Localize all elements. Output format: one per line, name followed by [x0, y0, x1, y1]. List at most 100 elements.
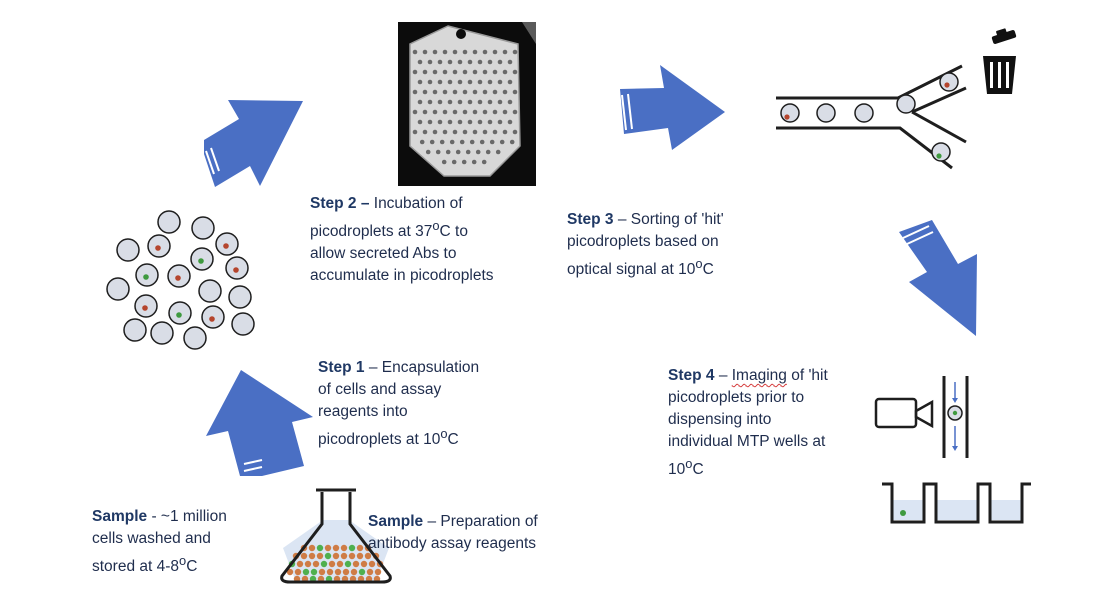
camera-icon	[874, 397, 934, 429]
chip-hole	[481, 159, 487, 165]
sample-left-caption: Sample - ~1 million cells washed and sto…	[92, 506, 227, 578]
flask-bead	[304, 560, 312, 568]
cell-dot	[155, 245, 161, 251]
flask-bead	[348, 552, 356, 560]
step2-label: Step 2 –	[310, 195, 370, 212]
cell-dot	[223, 243, 229, 249]
picodroplet	[228, 285, 252, 309]
chip-hole	[457, 119, 463, 125]
picodroplet	[231, 312, 255, 336]
chip-hole	[492, 109, 498, 115]
chip-hole	[447, 119, 453, 125]
chip-hole	[449, 139, 455, 145]
step1-line4: picodroplets at 10	[318, 431, 441, 449]
chip-hole	[422, 49, 428, 55]
flask-bead	[342, 568, 350, 576]
chip-hole	[512, 129, 518, 135]
chip-hole	[445, 149, 451, 155]
chip-hole	[469, 139, 475, 145]
step1-degree: o	[440, 426, 448, 441]
step2-line2: picodroplets at 37	[310, 223, 433, 241]
cell-dot	[198, 258, 204, 264]
chip-hole	[507, 79, 513, 85]
flask-bead	[352, 560, 360, 568]
step3-line3: optical signal at 10	[567, 261, 696, 279]
chip-hole	[492, 49, 498, 55]
picodroplet	[198, 279, 222, 303]
chip-hole	[462, 89, 468, 95]
trash-icon	[983, 28, 1017, 94]
picodroplet-chip-image	[398, 22, 536, 186]
flask-bead	[286, 568, 294, 576]
chip-hole	[477, 99, 483, 105]
chip-hole	[427, 99, 433, 105]
chip-hole	[497, 59, 503, 65]
chip-hole	[467, 119, 473, 125]
cell-dot	[233, 267, 239, 273]
flask-bead	[320, 560, 328, 568]
step4-line2: picodroplets prior to	[668, 389, 805, 406]
flask-bead	[336, 560, 344, 568]
chip-hole	[455, 149, 461, 155]
chip-hole	[462, 49, 468, 55]
chip-hole	[482, 129, 488, 135]
step2-line2-end: C to	[439, 223, 468, 241]
chip-hole	[489, 139, 495, 145]
chip-hole	[492, 89, 498, 95]
flask-bead	[318, 568, 326, 576]
picodroplet	[123, 318, 147, 342]
step3-line2: picodroplets based on	[567, 233, 719, 250]
flask-bead	[356, 552, 364, 560]
chip-hole	[432, 109, 438, 115]
chip-hole	[512, 49, 518, 55]
chip-hole	[465, 149, 471, 155]
flow-arrow-2	[204, 100, 303, 187]
chip-hole	[432, 129, 438, 135]
flask-bead	[308, 544, 316, 552]
chip-hole	[502, 69, 508, 75]
step3-line1: – Sorting of 'hit'	[613, 211, 724, 228]
picodroplet	[116, 238, 140, 262]
flask-bead	[340, 552, 348, 560]
step4-label: Step 4	[668, 367, 715, 384]
sample-left-line1: - ~1 million	[147, 508, 227, 525]
step1-label: Step 1	[318, 359, 365, 376]
step4-imaging-word: Imaging	[731, 367, 787, 384]
step3-line3-end: C	[702, 261, 714, 279]
chip-hole	[417, 59, 423, 65]
step1-line2: of cells and assay	[318, 381, 442, 398]
chip-hole	[482, 109, 488, 115]
picodroplet	[183, 326, 207, 350]
chip-hole	[457, 59, 463, 65]
chip-hole	[471, 159, 477, 165]
chip-hole	[477, 119, 483, 125]
chip-hole	[452, 49, 458, 55]
flow-arrow-4	[899, 220, 977, 336]
flask-bead	[300, 552, 308, 560]
step3-degree: o	[695, 256, 703, 271]
chip-hole	[472, 129, 478, 135]
chip-hole	[462, 69, 468, 75]
step2-degree: o	[432, 218, 440, 233]
flask-bead	[326, 568, 334, 576]
chip-hole	[502, 129, 508, 135]
chip-hole	[437, 99, 443, 105]
chip-hole	[482, 69, 488, 75]
chip-hole	[452, 89, 458, 95]
chip-hole	[457, 99, 463, 105]
step2-line3: allow secreted Abs to	[310, 245, 457, 263]
step2-line1: Incubation of	[369, 195, 463, 212]
flask-bead	[310, 568, 318, 576]
chip-hole	[472, 109, 478, 115]
cell-dot	[175, 275, 181, 281]
chip-hole	[509, 139, 515, 145]
step4-degree: o	[685, 456, 693, 471]
chip-hole	[477, 79, 483, 85]
chip-hole	[472, 69, 478, 75]
chip-hole	[432, 69, 438, 75]
step1-caption: Step 1 – Encapsulation of cells and assa…	[318, 357, 479, 451]
chip-hole	[437, 59, 443, 65]
chip-hole	[499, 139, 505, 145]
chip-hole	[412, 69, 418, 75]
